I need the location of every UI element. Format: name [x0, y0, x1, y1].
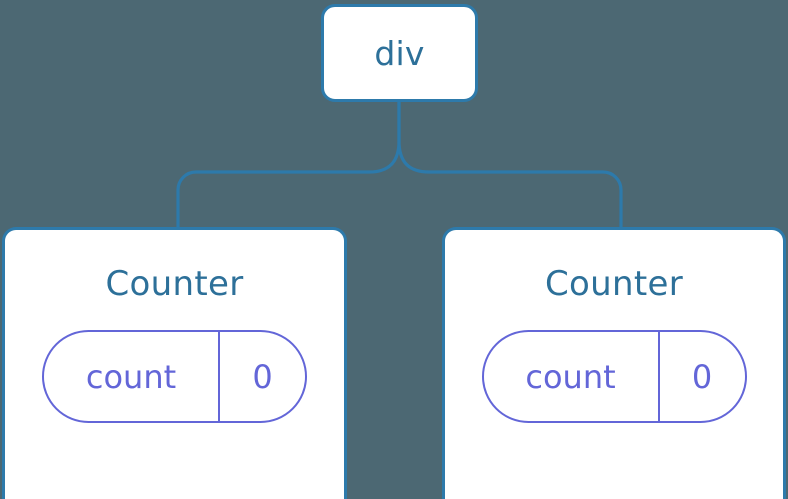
node-counter-right[interactable]: Counter count 0 [442, 227, 786, 499]
node-root-label: div [374, 33, 425, 73]
node-counter-left[interactable]: Counter count 0 [2, 227, 347, 499]
state-key-left: count [44, 332, 220, 421]
node-counter-right-label: Counter [545, 264, 683, 304]
state-pill-right[interactable]: count 0 [481, 330, 747, 423]
node-counter-left-label: Counter [105, 264, 244, 304]
state-value-right: 0 [691, 357, 713, 396]
node-root-div[interactable]: div [321, 4, 478, 102]
state-key-right: count [484, 332, 660, 421]
state-pill-left[interactable]: count 0 [42, 330, 307, 423]
state-value-left: 0 [252, 357, 273, 396]
